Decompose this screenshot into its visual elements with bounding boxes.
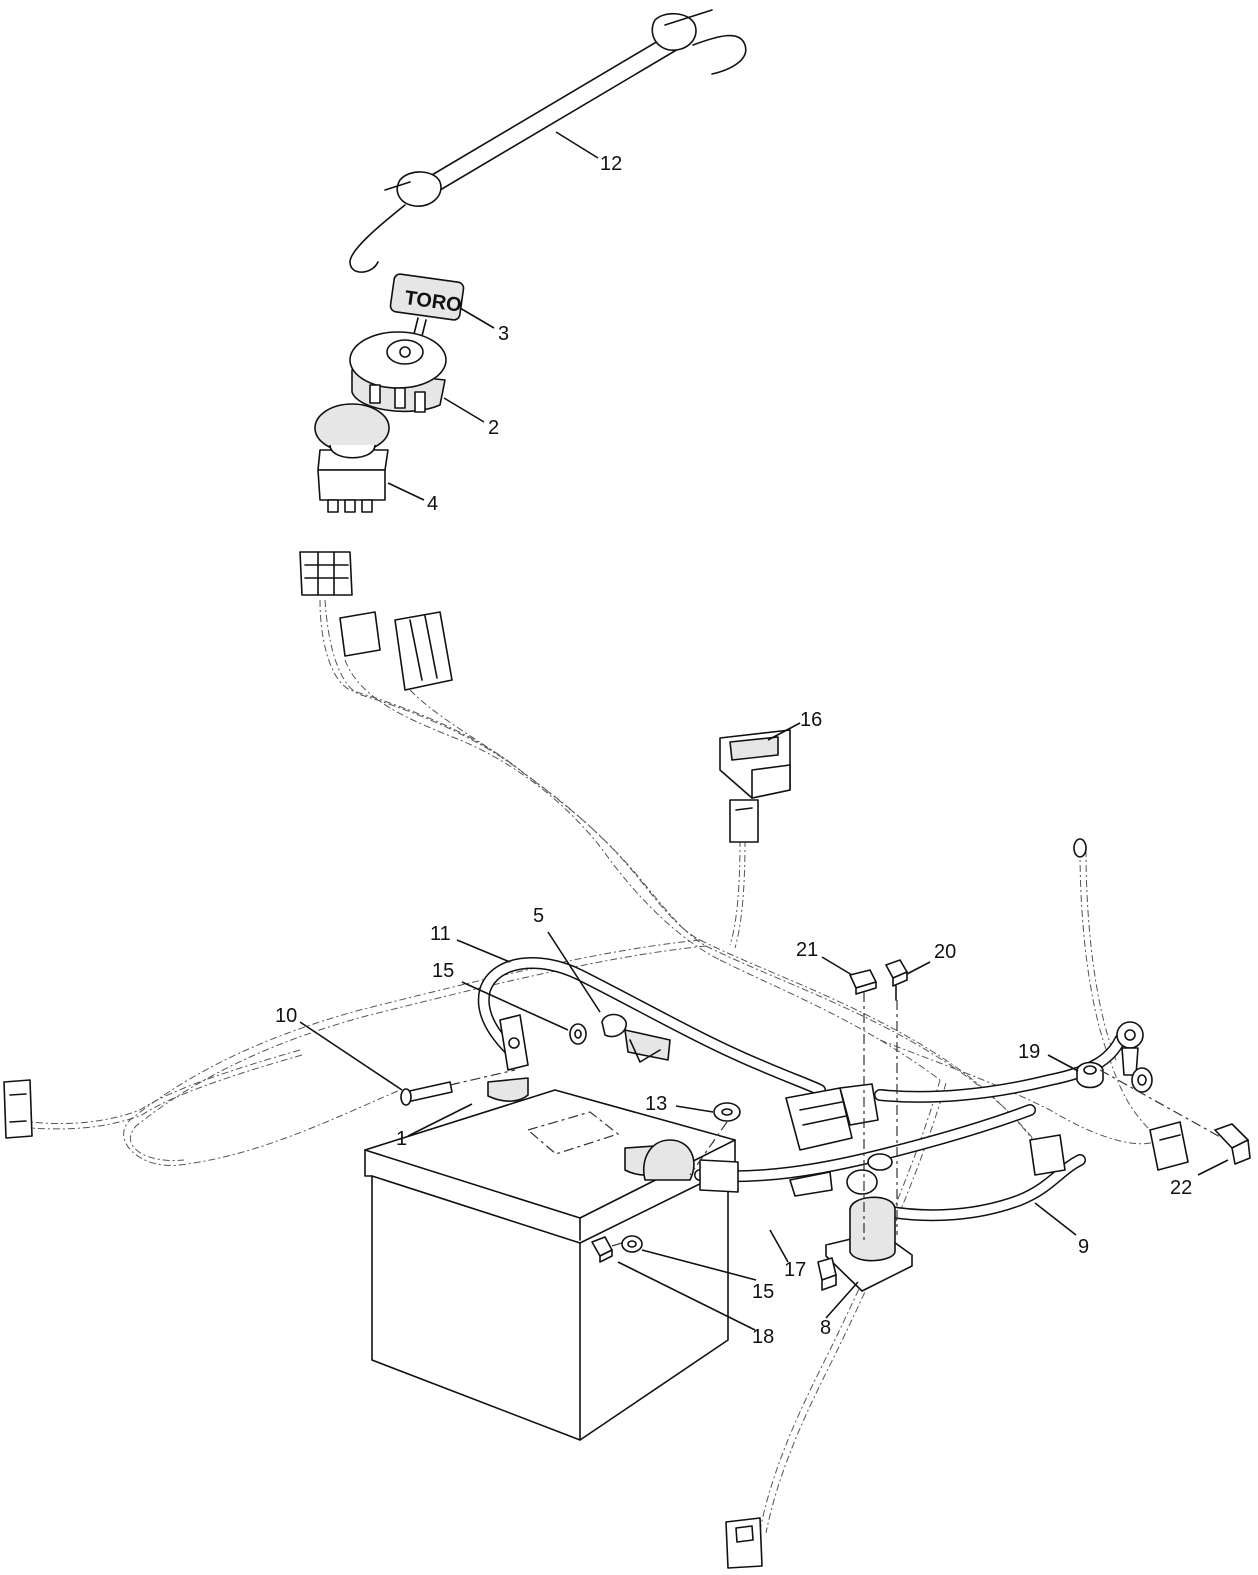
harness-connector-center — [785, 1083, 879, 1197]
callout-15-lower: 15 — [752, 1281, 774, 1303]
harness-connectors-top — [299, 551, 453, 691]
part-19-nut — [1076, 1061, 1104, 1089]
callout-4: 4 — [427, 493, 438, 515]
callout-5: 5 — [533, 905, 544, 927]
part-15-washer-lower — [621, 1235, 643, 1253]
part-15-washer-upper — [569, 1023, 587, 1045]
callout-12: 12 — [600, 153, 622, 175]
callout-16: 16 — [800, 709, 822, 731]
wire-harness — [29, 599, 1161, 1534]
part-20-bolt — [885, 959, 908, 1235]
callout-2: 2 — [488, 417, 499, 439]
cable-11 — [477, 957, 826, 1096]
part-16-hour-meter — [719, 729, 791, 843]
harness-connector-bottom — [725, 1517, 763, 1569]
callout-21: 21 — [796, 939, 818, 961]
part-5-clamp — [601, 1013, 671, 1063]
harness-connector-right — [1029, 1121, 1189, 1176]
ring-terminals — [1073, 838, 1223, 1139]
part-21-nut — [849, 969, 877, 1240]
part-18-bolt — [591, 1236, 626, 1263]
callout-15-upper: 15 — [432, 960, 454, 982]
part-10-bolt — [400, 1069, 516, 1106]
callout-8: 8 — [820, 1317, 831, 1339]
callout-labels: 12 3 2 4 16 11 5 15 10 21 20 19 13 22 9 … — [275, 153, 1192, 1348]
leader-lines — [299, 131, 1229, 1331]
callout-18: 18 — [752, 1326, 774, 1348]
callout-1: 1 — [396, 1128, 407, 1150]
battery-terminal-left — [499, 1014, 529, 1071]
callout-10: 10 — [275, 1005, 297, 1027]
part-2-ignition-switch — [349, 331, 447, 413]
callout-22: 22 — [1170, 1177, 1192, 1199]
part-3-key: TORO — [389, 273, 465, 345]
harness-connector-left — [3, 1079, 33, 1139]
callout-3: 3 — [498, 323, 509, 345]
part-12-strap — [349, 9, 747, 273]
callout-20: 20 — [934, 941, 956, 963]
part-4-pto-switch — [314, 403, 390, 513]
cable-9 — [874, 1034, 1126, 1222]
callout-13: 13 — [645, 1093, 667, 1115]
part-22-bolt — [1214, 1123, 1251, 1165]
callout-17: 17 — [784, 1259, 806, 1281]
callout-11: 11 — [430, 923, 451, 945]
part-13-nut — [689, 1102, 741, 1176]
callout-19: 19 — [1018, 1041, 1040, 1063]
callout-9: 9 — [1078, 1236, 1089, 1258]
part-1-battery — [364, 1077, 736, 1441]
part-8-solenoid — [817, 1153, 913, 1292]
